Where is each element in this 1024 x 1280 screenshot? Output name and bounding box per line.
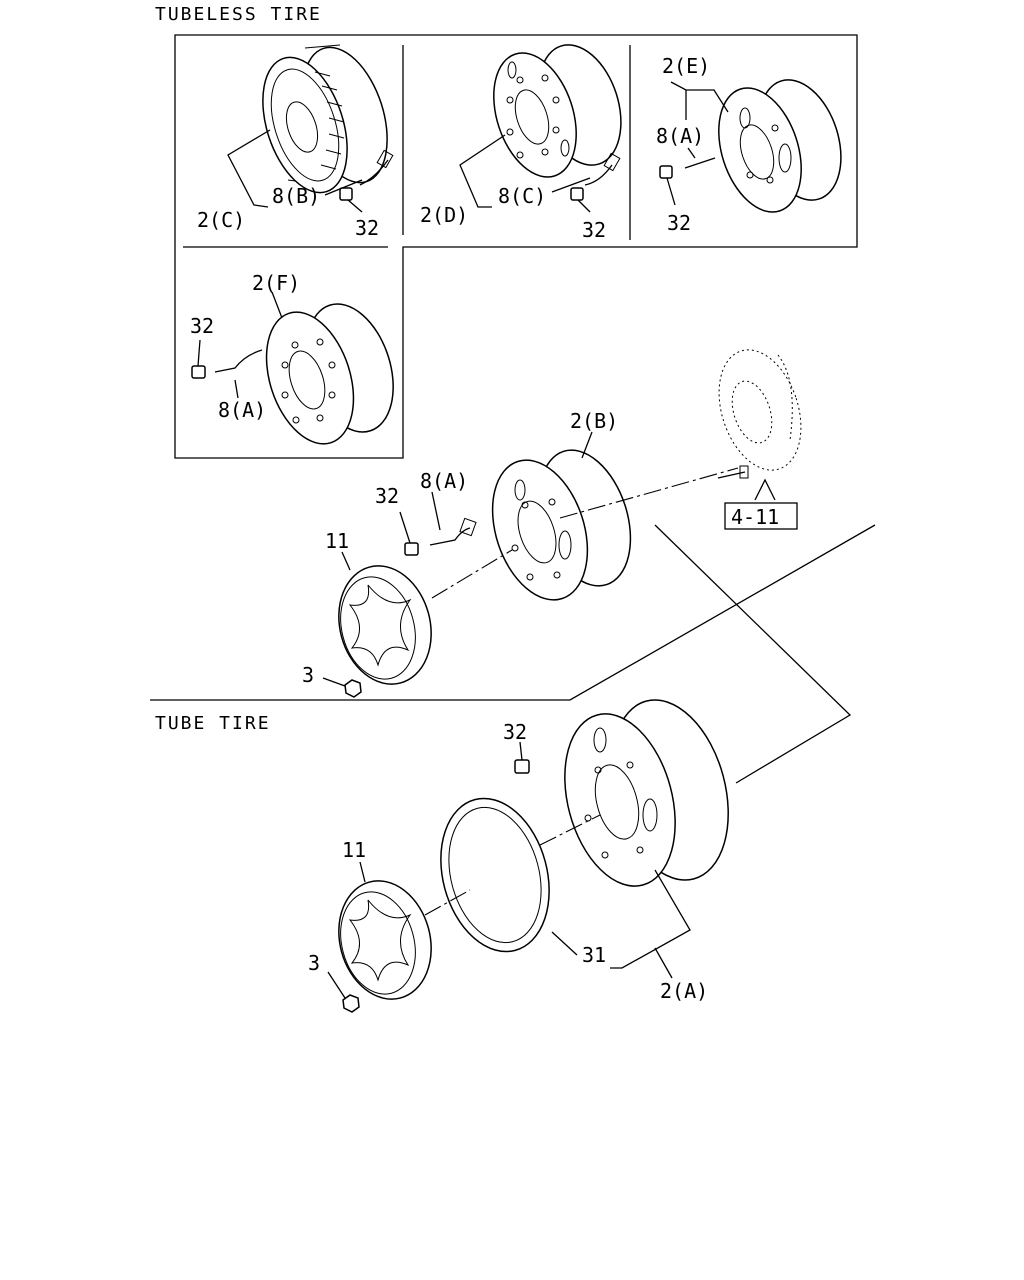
center-lines <box>424 467 852 916</box>
label-2f: 2(F) <box>252 271 300 295</box>
leader-lines <box>197 81 776 999</box>
valve-cap-32b <box>570 187 584 201</box>
label-31: 31 <box>582 943 606 967</box>
label-32a: 32 <box>355 216 379 240</box>
label-3b: 3 <box>308 951 320 975</box>
label-32b: 32 <box>582 218 606 242</box>
valve-cap-32f <box>514 759 530 774</box>
part-labels: 2(C) 8(B) 32 2(D) 8(C) 32 2(E) 8(A) 32 2… <box>190 54 798 1003</box>
label-2c: 2(C) <box>197 208 245 232</box>
wheel-2e <box>659 79 842 213</box>
label-2d: 2(D) <box>420 203 468 227</box>
label-8a-main: 8(A) <box>420 469 468 493</box>
label-8c: 8(C) <box>498 184 546 208</box>
wheel-2c <box>262 44 394 201</box>
valve-cap-32d <box>191 365 206 379</box>
label-2e: 2(E) <box>662 54 710 78</box>
label-8a-variant-e: 8(A) <box>656 124 704 148</box>
disc-cap-11b <box>338 880 432 1013</box>
label-11b: 11 <box>342 838 366 862</box>
label-3a: 3 <box>302 663 314 687</box>
valve-cap-32c <box>659 165 673 179</box>
disc-cap-11a <box>338 565 432 698</box>
label-2a: 2(A) <box>660 979 708 1003</box>
wheel-2d <box>493 44 622 201</box>
label-32e: 32 <box>375 484 399 508</box>
reference-box-4-11[interactable]: 4-11 <box>724 502 798 530</box>
label-32d: 32 <box>190 314 214 338</box>
section-title-tube: TUBE TIRE <box>155 713 271 734</box>
wheel-2a <box>514 699 729 887</box>
label-4-11: 4-11 <box>731 505 779 529</box>
wheel-2b <box>491 449 632 601</box>
variants-frame <box>174 34 858 459</box>
wheel-2f <box>191 303 394 445</box>
hub-assembly <box>717 349 802 479</box>
label-8b: 8(B) <box>272 184 320 208</box>
label-2b: 2(B) <box>570 409 618 433</box>
section-title-tubeless: TUBELESS TIRE <box>155 4 322 25</box>
valve-8a-main <box>404 517 477 556</box>
label-8a-variant-f: 8(A) <box>218 398 266 422</box>
section-divider <box>150 524 876 701</box>
flap-ring-31 <box>440 797 550 953</box>
label-11a: 11 <box>325 529 349 553</box>
label-32c: 32 <box>667 211 691 235</box>
valve-cap-32a <box>339 187 353 201</box>
label-32f: 32 <box>503 720 527 744</box>
